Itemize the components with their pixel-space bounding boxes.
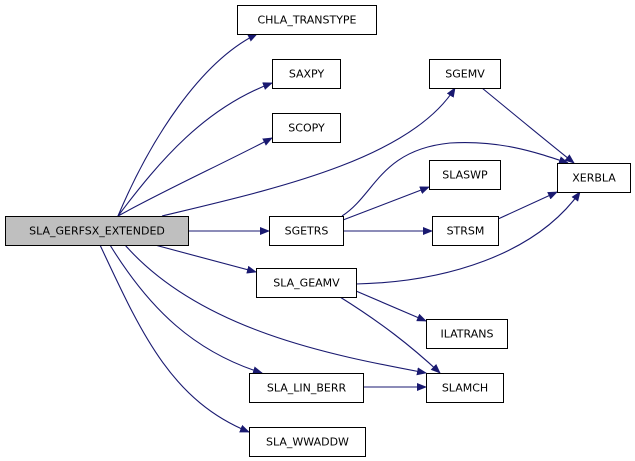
node-label: SLASWP (442, 169, 488, 182)
node-xerbla[interactable]: XERBLA (557, 163, 631, 193)
edge-slageamv-to-slamch (339, 296, 441, 374)
node-label: SLA_LIN_BERR (267, 382, 347, 395)
edge-root-to-sgemv (161, 87, 456, 217)
edge-root-to-slamch (124, 244, 427, 376)
edge-sgetrs-to-xerbla (341, 142, 569, 217)
node-slageamv[interactable]: SLA_GEAMV (256, 268, 357, 298)
node-label: SLA_GERFSX_EXTENDED (29, 225, 165, 238)
node-label: SGEMV (445, 68, 485, 81)
node-box (429, 59, 501, 89)
node-box (5, 216, 189, 246)
node-slamch[interactable]: SLAMCH (426, 373, 504, 403)
node-scopy[interactable]: SCOPY (272, 113, 341, 143)
node-box (557, 163, 631, 193)
node-chla[interactable]: CHLA_TRANSTYPE (237, 5, 377, 35)
node-label: SAXPY (289, 68, 325, 81)
node-label: CHLA_TRANSTYPE (257, 14, 356, 27)
node-label: SLA_WWADDW (266, 436, 349, 449)
node-box (429, 160, 501, 190)
node-box (426, 319, 508, 349)
node-slawwaddw[interactable]: SLA_WWADDW (249, 427, 366, 457)
node-slaswp[interactable]: SLASWP (429, 160, 501, 190)
node-label: SLA_GEAMV (273, 277, 340, 290)
edge-root-to-slawwaddw (99, 244, 250, 433)
nodes-layer: SLA_GERFSX_EXTENDED CHLA_TRANSTYPE SAXPY SC… (5, 5, 631, 457)
node-label: SGETRS (285, 225, 329, 238)
node-box (432, 216, 499, 246)
node-saxpy[interactable]: SAXPY (272, 59, 341, 89)
node-slalinberr[interactable]: SLA_LIN_BERR (249, 373, 364, 403)
edge-strsm-to-xerbla (497, 191, 558, 220)
edge-slageamv-to-xerbla (355, 191, 581, 285)
node-box (237, 5, 377, 35)
node-box (256, 268, 357, 298)
node-box (272, 113, 341, 143)
node-sgemv[interactable]: SGEMV (429, 59, 501, 89)
edge-root-to-slageamv (154, 244, 257, 274)
edge-root-to-chla (117, 33, 258, 217)
node-box (249, 373, 364, 403)
edge-root-to-saxpy (117, 82, 273, 217)
edge-sgetrs-to-slaswp (342, 186, 430, 221)
edge-root-to-slalinberr (109, 244, 263, 375)
node-ilatrans[interactable]: ILATRANS (426, 319, 508, 349)
node-label: STRSM (447, 225, 485, 238)
edges-layer (99, 33, 581, 433)
node-strsm[interactable]: STRSM (432, 216, 499, 246)
node-label: SLAMCH (442, 382, 488, 395)
edge-root-to-scopy (117, 137, 273, 217)
node-sgetrs[interactable]: SGETRS (269, 216, 344, 246)
node-box (426, 373, 504, 403)
node-label: ILATRANS (441, 328, 494, 341)
node-box (269, 216, 344, 246)
edge-sgemv-to-xerbla (481, 87, 575, 164)
node-label: XERBLA (572, 172, 616, 185)
node-label: SCOPY (288, 122, 325, 135)
node-box (272, 59, 341, 89)
node-root[interactable]: SLA_GERFSX_EXTENDED (5, 216, 189, 246)
node-box (249, 427, 366, 457)
edge-slageamv-to-ilatrans (355, 290, 427, 322)
